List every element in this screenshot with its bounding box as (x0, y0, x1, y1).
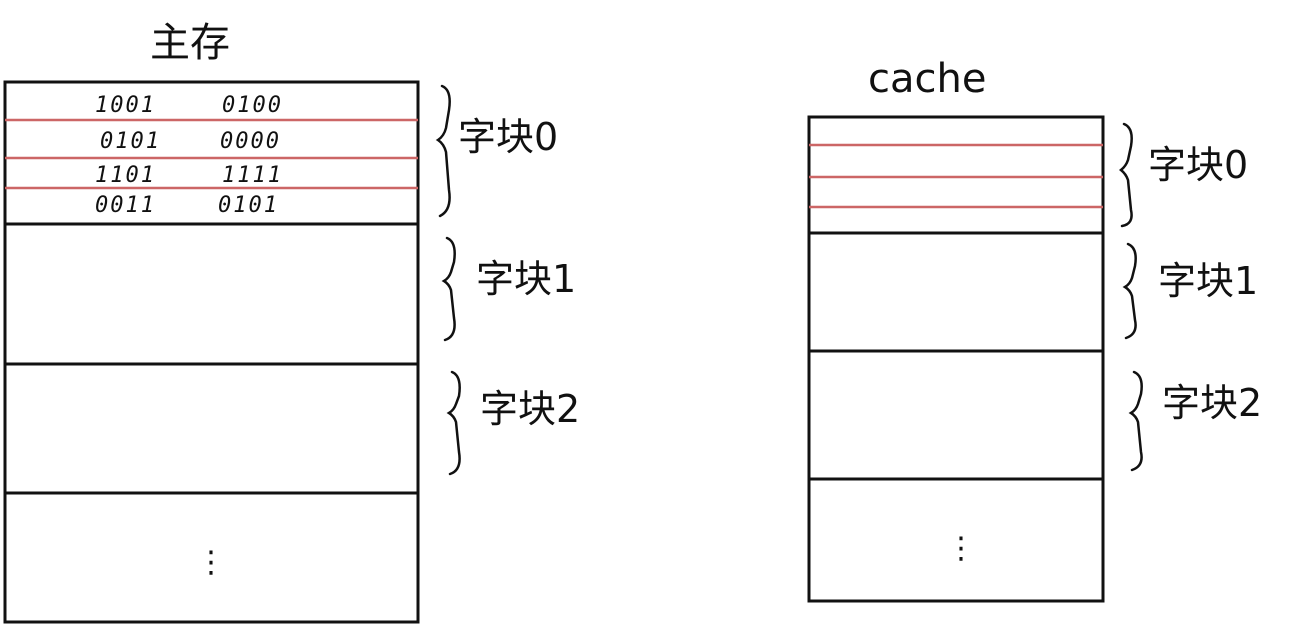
brace-icon (1122, 242, 1137, 340)
main-memory-braces (435, 84, 461, 476)
cache-block-label-2: 字块2 (1162, 381, 1262, 425)
brace-icon (1118, 122, 1133, 228)
brace-icon (446, 370, 461, 476)
word-1-right: 0000 (220, 129, 281, 154)
word-0-left: 1001 (95, 93, 156, 118)
cache-braces (1118, 122, 1143, 472)
cache-title: cache (868, 56, 986, 102)
main-memory-ellipsis: ⋮ (196, 545, 226, 580)
cache-word-dividers (809, 143, 1103, 209)
brace-icon (441, 236, 456, 342)
cache-ellipsis: ⋮ (946, 531, 976, 566)
cache-block-label-0: 字块0 (1148, 143, 1248, 187)
main-block-label-0: 字块0 (458, 115, 558, 159)
brace-icon (1128, 370, 1143, 472)
word-3-left: 0011 (95, 193, 156, 218)
main-memory-word-dividers (5, 118, 418, 190)
word-1-left: 0101 (100, 129, 161, 154)
main-memory-title: 主存 (150, 20, 230, 66)
word-3-right: 0101 (218, 193, 279, 218)
word-2-right: 1111 (222, 163, 283, 188)
word-2-left: 1101 (95, 163, 156, 188)
cache-block-label-1: 字块1 (1158, 259, 1258, 303)
word-0-right: 0100 (222, 93, 283, 118)
main-block-label-2: 字块2 (480, 387, 580, 431)
main-memory-box (3, 80, 420, 624)
main-block-label-1: 字块1 (476, 257, 576, 301)
cache-box (807, 115, 1105, 603)
brace-icon (435, 84, 451, 218)
